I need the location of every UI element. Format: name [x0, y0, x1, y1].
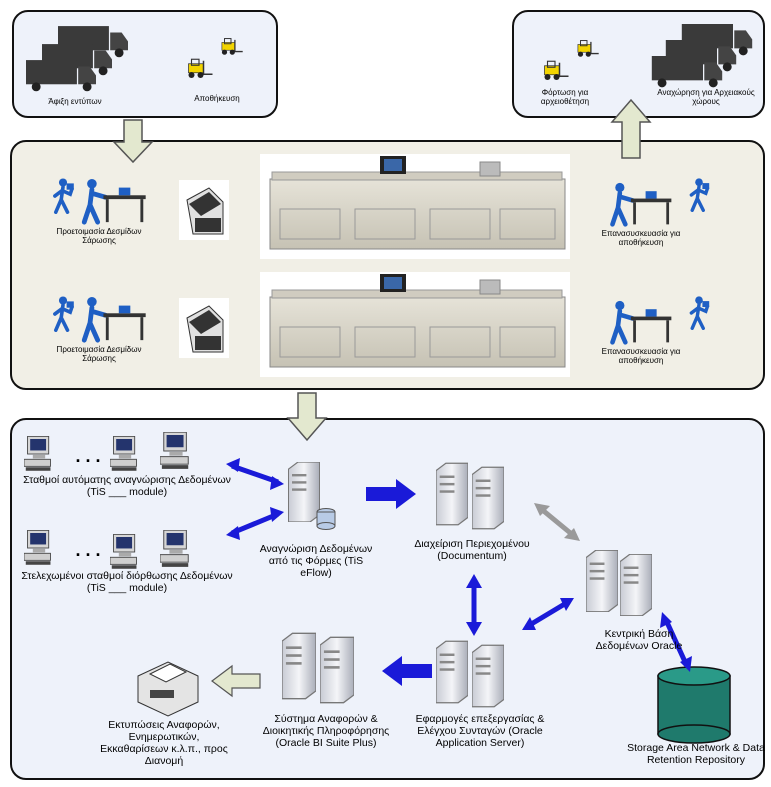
- workstation-icon: [24, 436, 51, 472]
- prints-label: Εκτυπώσεις Αναφορών, Ενημερωτικών, Εκκαθ…: [100, 719, 228, 768]
- arrow-up-to-departure: [610, 98, 652, 159]
- blue-connectors: [231, 463, 689, 666]
- workstation-icon: [24, 530, 51, 566]
- arrow-app-to-bi: [382, 656, 432, 686]
- arrow-down-to-system: [286, 392, 328, 442]
- document-feeder-icon: [178, 180, 230, 240]
- repack-worker-icon: [612, 183, 671, 224]
- scanner-machine-icon: [260, 154, 570, 259]
- arrow-down-to-scanning: [112, 119, 154, 164]
- repack-label-1: Επανασυσκευασία για αποθήκευση: [601, 229, 681, 248]
- gray-connector: [534, 503, 580, 541]
- loading-forklifts-icon: [543, 40, 600, 81]
- bi-label: Σύστημα Αναφορών & Διοικητικής Πληροφόρη…: [262, 713, 390, 750]
- carrying-person-icon: [53, 296, 74, 332]
- prep-worker-icon: [84, 297, 145, 340]
- san-storage-icon: [657, 666, 731, 744]
- workstation-icon: [160, 530, 189, 568]
- storage-forklifts-icon: [187, 38, 244, 79]
- repack-worker-icon: [612, 301, 671, 342]
- eflow-server-icon: [288, 462, 336, 530]
- prep-worker-icon: [84, 179, 145, 222]
- documentum-servers-icon: [436, 462, 504, 530]
- ellipsis-2: . . .: [75, 540, 101, 560]
- documentum-label: Διαχείριση Περιεχομένου (Documentum): [414, 538, 530, 563]
- ocr-stations-label: Σταθμοί αυτόματης αναγνώρισης Δεδομένων …: [23, 474, 231, 499]
- carrying-person-icon: [53, 178, 74, 214]
- prep-label-2: Προετοιμασία Δεσμίδων Σάρωσης: [56, 345, 142, 364]
- ellipsis-1: . . .: [75, 446, 101, 466]
- eflow-label: Αναγνώριση Δεδομένων από τις Φόρμες (TiS…: [259, 543, 373, 580]
- oracle-db-servers-icon: [586, 550, 652, 616]
- bi-servers-icon: [282, 632, 354, 704]
- workstation-icon: [110, 436, 137, 472]
- repack-label-2: Επανασυσκευασία για αποθήκευση: [601, 347, 681, 366]
- arrow-bi-to-prints: [211, 664, 261, 698]
- workstation-icon: [160, 432, 189, 470]
- departure-trucks-icon: [651, 24, 753, 88]
- correction-stations-label: Στελεχωμένοι σταθμοί διόρθωσης Δεδομένων…: [21, 570, 233, 595]
- san-label: Storage Area Network & Data Retention Re…: [627, 742, 765, 767]
- oracle-db-label: Κεντρική Βάση Δεδομένων Oracle: [595, 628, 683, 653]
- workstation-icon: [110, 534, 137, 570]
- arrival-label: Άφιξη εντύπων: [48, 97, 102, 106]
- arrival-trucks-icon: [26, 26, 128, 92]
- app-server-icon: [436, 640, 504, 708]
- app-server-label: Εφαρμογές επεξεργασίας & Ελέγχου Συνταγώ…: [415, 713, 545, 750]
- carrying-person-icon: [689, 296, 710, 330]
- prep-label-1: Προετοιμασία Δεσμίδων Σάρωσης: [56, 227, 142, 246]
- arrow-eflow-to-documentum: [366, 479, 416, 509]
- departure-label: Αναχώρηση για Αρχειακούς χώρους: [657, 88, 755, 107]
- loading-label: Φόρτωση για αρχειοθέτηση: [540, 88, 590, 107]
- storage-label: Αποθήκευση: [194, 94, 240, 103]
- carrying-person-icon: [689, 178, 710, 212]
- scanner-machine-icon: [260, 272, 570, 377]
- document-feeder-icon: [178, 298, 230, 358]
- printer-icon: [137, 661, 199, 717]
